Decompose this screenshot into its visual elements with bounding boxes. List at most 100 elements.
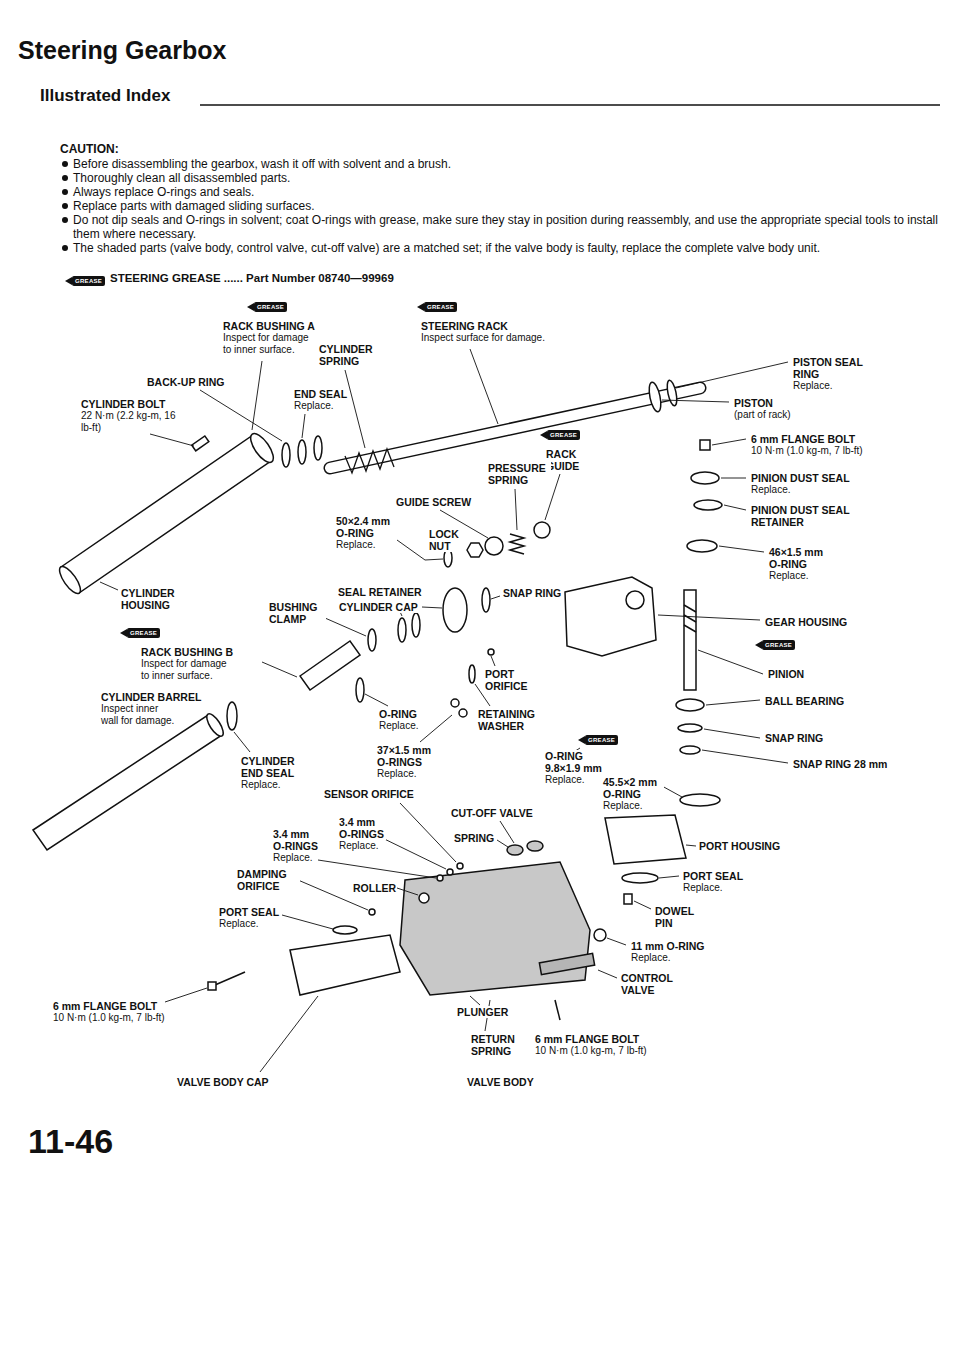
illustration-part <box>208 794 720 1020</box>
illustration-part <box>100 582 118 590</box>
part-label: BACK-UP RING <box>146 376 225 388</box>
illustration-part <box>300 641 360 690</box>
part-note: 10 N·m (1.0 kg-m, 7 lb-ft) <box>52 1012 166 1024</box>
part-label: PORT ORIFICE <box>484 668 532 692</box>
illustration-part <box>227 702 237 730</box>
illustration-part <box>33 588 566 850</box>
part-note: Replace. <box>338 840 379 852</box>
part-note: Replace. <box>682 882 723 894</box>
illustration-part <box>325 618 366 636</box>
part-label: 6 mm FLANGE BOLT <box>534 1033 640 1045</box>
illustration-part <box>314 436 322 460</box>
illustration-part <box>56 563 84 596</box>
part-label: END SEAL <box>293 388 348 400</box>
caution-item: Before disassembling the gearbox, wash i… <box>73 157 451 171</box>
grease-icon-text: GREASE <box>72 276 105 286</box>
part-label: PORT HOUSING <box>698 840 781 852</box>
part-label: CONTROL VALVE <box>620 972 672 996</box>
illustration-part <box>437 875 443 881</box>
grease-tube-nozzle <box>65 277 72 285</box>
grease-icon-text: GREASE <box>127 628 160 638</box>
illustration-part <box>658 615 760 620</box>
part-label: DAMPING ORIFICE <box>236 868 300 892</box>
part-label: O-RING <box>378 708 418 720</box>
illustration-part <box>662 786 682 797</box>
part-label: PINION DUST SEAL <box>750 472 851 484</box>
illustration-part <box>691 472 719 484</box>
illustration-part <box>368 629 376 651</box>
part-label: 3.4 mm O-RINGS <box>272 828 320 852</box>
grease-icon-text: GREASE <box>547 430 580 440</box>
illustration-part <box>290 935 400 995</box>
caution-item: Thoroughly clean all disassembled parts. <box>73 171 290 185</box>
illustration-part <box>356 678 364 702</box>
illustration-part <box>534 522 550 538</box>
grease-tube-nozzle <box>120 629 127 637</box>
part-label: 6 mm FLANGE BOLT <box>750 433 856 445</box>
part-label: PISTON <box>733 397 774 409</box>
illustration-part <box>594 929 606 941</box>
illustration-part <box>510 534 524 554</box>
part-label: DOWEL PIN <box>654 905 698 929</box>
illustration-part <box>420 715 452 742</box>
part-label: BUSHING CLAMP <box>268 601 326 625</box>
part-label: 50×2.4 mm O-RING <box>335 515 397 539</box>
part-label: SNAP RING <box>764 732 824 744</box>
illustration-part <box>719 546 764 552</box>
part-label: LOCK NUT <box>428 528 466 552</box>
part-note: Replace. <box>602 800 643 812</box>
bullet-dot <box>62 161 68 167</box>
illustration-part <box>598 970 617 978</box>
part-label: STEERING RACK <box>420 320 509 332</box>
grease-icon-text: GREASE <box>762 640 795 650</box>
part-note: Inspect surface for damage. <box>420 332 546 344</box>
illustration-part <box>252 361 262 430</box>
illustration-part <box>369 909 375 915</box>
illustration-part <box>724 505 746 510</box>
part-note: Replace. <box>792 380 833 392</box>
illustration-part <box>488 649 494 655</box>
part-note: Replace. <box>750 484 791 496</box>
part-note: Replace. <box>544 774 585 786</box>
illustration-part <box>624 894 632 904</box>
illustration-part <box>680 794 720 806</box>
illustration-part <box>412 613 420 637</box>
part-note: Inspect inner wall for damage. <box>100 703 177 726</box>
illustration-part <box>470 349 498 424</box>
illustration-part <box>33 715 222 850</box>
part-label: PRESSURE SPRING <box>487 462 551 486</box>
part-label: RACK BUSHING B <box>140 646 234 658</box>
caution-heading: CAUTION: <box>60 142 119 156</box>
illustration-part <box>687 540 717 552</box>
illustration-part <box>497 840 508 847</box>
illustration-part <box>684 625 696 632</box>
illustration-part <box>634 901 651 909</box>
grease-tube-nozzle <box>755 641 762 649</box>
part-label: SEAL RETAINER <box>337 586 423 598</box>
part-label: PISTON SEAL RING <box>792 356 866 380</box>
part-label: PINION DUST SEAL RETAINER <box>750 504 872 528</box>
illustration-part <box>318 860 436 878</box>
illustration-part <box>345 449 394 473</box>
illustration-part <box>700 440 710 450</box>
illustration-part <box>678 724 702 732</box>
illustration-part <box>100 349 788 1072</box>
illustration-part <box>443 588 467 632</box>
illustration-part <box>539 953 594 974</box>
part-label: PINION <box>767 668 805 680</box>
page-title: Steering Gearbox <box>18 36 226 65</box>
part-label: PORT SEAL <box>218 906 280 918</box>
illustration-part <box>665 379 678 406</box>
part-label: RETAINING WASHER <box>477 708 545 732</box>
part-note: Replace. <box>240 779 281 791</box>
illustration-part <box>694 500 722 510</box>
illustration-part <box>61 435 271 593</box>
part-label: GEAR HOUSING <box>764 616 848 628</box>
illustration-part <box>150 434 194 446</box>
grease-tube-nozzle <box>417 303 424 311</box>
illustration-part <box>165 988 207 1002</box>
part-label: 6 mm FLANGE BOLT <box>52 1000 158 1012</box>
illustration-part <box>400 803 456 862</box>
part-note: Replace. <box>376 768 417 780</box>
caution-item: Always replace O-rings and seals. <box>73 185 254 199</box>
